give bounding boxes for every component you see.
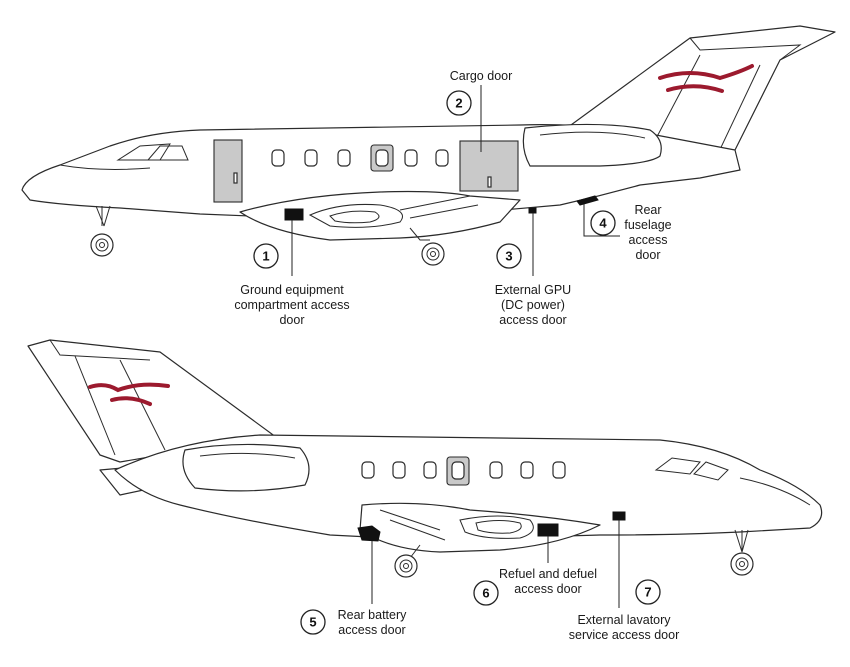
callout-number-7: 7 <box>644 585 651 600</box>
upper-main-door <box>213 139 243 203</box>
callout-number-3: 3 <box>505 249 512 264</box>
callout-3-label-line-2: (DC power) <box>501 298 565 312</box>
upper-main-gear <box>409 227 445 266</box>
ground-equipment-door-marker <box>284 208 304 221</box>
callout-3: 3 External GPU (DC power) access door <box>495 213 571 327</box>
callout-4-label-line-4: door <box>635 248 660 262</box>
callout-cargo-door: Cargo door 2 <box>446 69 513 152</box>
callout-4-label-line-2: fuselage <box>624 218 671 232</box>
callout-number-1: 1 <box>262 249 269 264</box>
refuel-defuel-door-marker <box>537 523 559 537</box>
upper-nose-gear <box>90 205 114 257</box>
callout-3-label-line-1: External GPU <box>495 283 571 297</box>
callout-number-2: 2 <box>455 96 462 111</box>
rear-fuselage-door-marker <box>576 195 599 206</box>
lower-cabin-windows <box>361 456 566 486</box>
callout-6-label-line-2: access door <box>514 582 581 596</box>
callout-circle-3 <box>496 243 522 269</box>
callout-1: 1 Ground equipment compartment access do… <box>234 220 350 327</box>
upper-cabin-windows <box>271 144 449 172</box>
callout-5-label-line-1: Rear battery <box>338 608 408 622</box>
upper-wing <box>239 190 521 241</box>
callout-1-label-line-3: door <box>279 313 304 327</box>
callout-circle-2 <box>446 90 472 116</box>
callout-5-label-line-2: access door <box>338 623 405 637</box>
callout-number-4: 4 <box>599 216 607 231</box>
callout-1-label-line-2: compartment access <box>234 298 349 312</box>
callout-4: 4 Rear fuselage access door <box>583 203 672 262</box>
upper-tail-stripe <box>658 64 754 81</box>
lower-nose-gear <box>730 529 754 576</box>
callout-6: 6 Refuel and defuel access door <box>473 536 597 606</box>
callout-7-label-line-2: service access door <box>569 628 679 642</box>
callout-circle-7 <box>635 579 661 605</box>
callout-1-label-line-1: Ground equipment <box>240 283 344 297</box>
callout-circle-4 <box>590 210 616 236</box>
callout-6-label-line-1: Refuel and defuel <box>499 567 597 581</box>
callout-number-6: 6 <box>482 586 489 601</box>
cargo-door-label: Cargo door <box>450 69 513 83</box>
lower-wing <box>359 502 601 553</box>
callout-circle-5 <box>300 609 326 635</box>
callout-5: 5 Rear battery access door <box>300 541 408 637</box>
callout-7-label-line-1: External lavatory <box>577 613 671 627</box>
lavatory-service-door-marker <box>612 511 626 521</box>
callout-circle-1 <box>253 243 279 269</box>
lower-tail-stripe <box>88 382 170 393</box>
callout-4-label-line-1: Rear <box>634 203 661 217</box>
lower-main-gear <box>394 544 421 578</box>
callout-4-label-line-3: access <box>629 233 668 247</box>
callout-number-5: 5 <box>309 615 316 630</box>
external-gpu-door-marker <box>528 207 537 214</box>
callout-7: 7 External lavatory service access door <box>569 520 679 642</box>
callout-circle-6 <box>473 580 499 606</box>
rear-battery-door-marker <box>357 525 381 542</box>
upper-engine-nacelle <box>522 123 662 167</box>
lower-engine-nacelle <box>182 443 310 492</box>
callout-3-label-line-3: access door <box>499 313 566 327</box>
lower-aircraft <box>27 339 823 578</box>
upper-aircraft <box>21 25 836 266</box>
